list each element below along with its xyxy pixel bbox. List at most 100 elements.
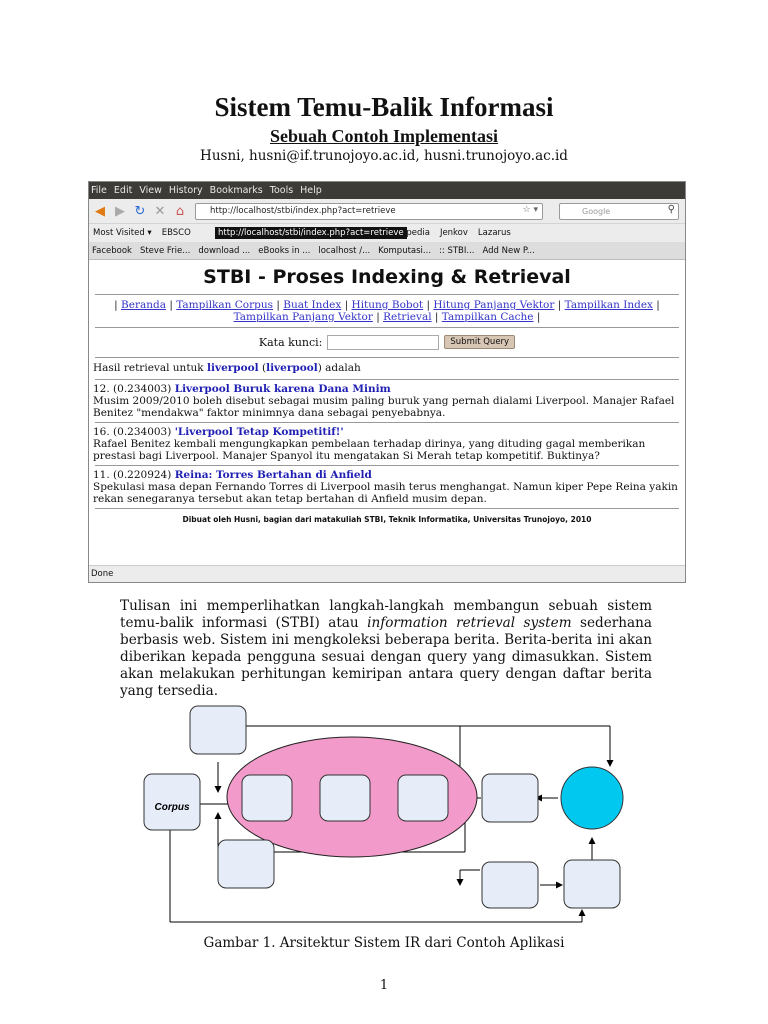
divider bbox=[95, 422, 679, 423]
bookmarks-bar: Most Visited ▾ EBSCO Gigapedia Jenkov La… bbox=[89, 224, 685, 242]
nav-links: | Beranda | Tampilkan Corpus | Buat Inde… bbox=[114, 299, 660, 323]
ellipse-box-3 bbox=[397, 774, 449, 822]
status-bar: Done bbox=[89, 565, 685, 582]
diagram-box-lower-left bbox=[217, 839, 275, 889]
paragraph-text: Tulisan ini memperlihatkan langkah-langk… bbox=[120, 598, 652, 631]
result-snippet: Spekulasi masa depan Fernando Torres di … bbox=[93, 481, 678, 505]
ellipse-box-2 bbox=[319, 774, 371, 822]
bookmark-lazarus[interactable]: Lazarus bbox=[477, 228, 511, 238]
paragraph-text: sederhana berbasis web. Sistem ini mengk… bbox=[120, 615, 653, 699]
result-rank: 11. (0.220924) bbox=[93, 469, 172, 481]
browser-navbar: ◀ ▶ ↻ ✕ ⌂ http://localhost/stbi/index.ph… bbox=[89, 199, 685, 224]
bookmark-most-visited[interactable]: Most Visited ▾ bbox=[93, 228, 152, 238]
figure-caption: Gambar 1. Arsitektur Sistem IR dari Cont… bbox=[203, 935, 565, 951]
page-heading: STBI - Proses Indexing & Retrieval bbox=[203, 266, 571, 288]
stop-icon[interactable]: ✕ bbox=[154, 203, 166, 219]
search-icon[interactable]: ⚲ bbox=[667, 203, 675, 215]
result-rank: 12. (0.234003) bbox=[93, 383, 172, 395]
search-label: Kata kunci: bbox=[258, 335, 323, 349]
result-title[interactable]: Liverpool Buruk karena Dana Minim bbox=[174, 383, 391, 395]
status-text: Done bbox=[91, 569, 114, 579]
diagram-box-bottom-right bbox=[563, 859, 621, 909]
divider bbox=[95, 357, 679, 358]
result-title[interactable]: 'Liverpool Tetap Kompetitif!' bbox=[174, 426, 344, 438]
page-number: 1 bbox=[379, 978, 389, 993]
link-tampilkan-index[interactable]: Tampilkan Index bbox=[564, 299, 653, 311]
link-hitung-panjang-vektor[interactable]: Hitung Panjang Vektor bbox=[433, 299, 555, 311]
menu-file[interactable]: File bbox=[91, 185, 107, 196]
link-tampilkan-panjang-vektor[interactable]: Tampilkan Panjang Vektor bbox=[233, 311, 373, 323]
tab-komputasi[interactable]: Komputasi... bbox=[378, 245, 432, 256]
home-icon[interactable]: ⌂ bbox=[175, 203, 185, 219]
architecture-diagram: Corpus bbox=[143, 705, 624, 923]
tab-add-new[interactable]: Add New P... bbox=[482, 245, 535, 256]
body-paragraph: Tulisan ini memperlihatkan langkah-langk… bbox=[120, 598, 652, 700]
corpus-box bbox=[143, 773, 201, 831]
keyword-input[interactable] bbox=[327, 334, 440, 350]
tab-download[interactable]: download ... bbox=[198, 245, 251, 256]
divider bbox=[95, 379, 679, 380]
bookmark-gigapedia[interactable]: Gigapedia bbox=[386, 228, 430, 238]
url-bar[interactable]: http://localhost/stbi/index.php?act=retr… bbox=[195, 202, 543, 220]
search-placeholder: Google bbox=[582, 206, 611, 216]
bookmark-ebsco[interactable]: EBSCO bbox=[161, 228, 191, 238]
result-intro-paren-query: liverpool bbox=[266, 362, 318, 374]
link-tampilkan-corpus[interactable]: Tampilkan Corpus bbox=[176, 299, 274, 311]
result-intro: Hasil retrieval untuk liverpool (liverpo… bbox=[93, 362, 361, 374]
submit-query-button[interactable]: Submit Query bbox=[444, 335, 516, 349]
document-title: Sistem Temu-Balik Informasi bbox=[214, 92, 554, 122]
tab-localhost[interactable]: localhost /... bbox=[318, 245, 371, 256]
tab-bar: Facebook Steve Frie... download ... eBoo… bbox=[89, 242, 685, 260]
divider bbox=[95, 508, 679, 509]
browser-screenshot: File Edit View History Bookmarks Tools H… bbox=[88, 181, 686, 583]
menu-help[interactable]: Help bbox=[300, 185, 322, 196]
divider bbox=[95, 465, 679, 466]
user-circle bbox=[560, 766, 624, 830]
tab-ebooks[interactable]: eBooks in ... bbox=[258, 245, 311, 256]
divider bbox=[95, 294, 679, 295]
menu-edit[interactable]: Edit bbox=[113, 185, 133, 196]
url-text: http://localhost/stbi/index.php?act=retr… bbox=[210, 206, 396, 216]
browser-menubar: File Edit View History Bookmarks Tools H… bbox=[89, 182, 685, 199]
tab-steve[interactable]: Steve Frie... bbox=[139, 245, 191, 256]
document-author: Husni, husni@if.trunojoyo.ac.id, husni.t… bbox=[200, 148, 568, 164]
menu-view[interactable]: View bbox=[139, 185, 162, 196]
search-box[interactable]: Google ⚲ bbox=[559, 202, 679, 220]
bookmark-star-icon[interactable]: ☆ ▾ bbox=[522, 204, 538, 215]
diagram-box-bottom-mid bbox=[481, 861, 539, 909]
document-subtitle: Sebuah Contoh Implementasi bbox=[269, 126, 499, 146]
ellipse-box-1 bbox=[241, 774, 293, 822]
divider bbox=[95, 327, 679, 328]
link-retrieval[interactable]: Retrieval bbox=[383, 311, 432, 323]
forward-arrow-icon[interactable]: ▶ bbox=[115, 203, 125, 219]
back-arrow-icon[interactable]: ◀ bbox=[95, 203, 105, 219]
diagram-box-right bbox=[481, 773, 539, 823]
link-tampilkan-cache[interactable]: Tampilkan Cache bbox=[441, 311, 534, 323]
result-item: 12. (0.234003) Liverpool Buruk karena Da… bbox=[89, 380, 685, 422]
reload-icon[interactable]: ↻ bbox=[134, 203, 146, 219]
result-item: 11. (0.220924) Reina: Torres Bertahan di… bbox=[89, 466, 685, 508]
corpus-label: Corpus bbox=[155, 802, 190, 813]
result-intro-query: liverpool bbox=[207, 362, 259, 374]
link-hitung-bobot[interactable]: Hitung Bobot bbox=[351, 299, 424, 311]
result-snippet: Rafael Benitez kembali mengungkapkan pem… bbox=[93, 438, 646, 462]
link-beranda[interactable]: Beranda bbox=[121, 299, 166, 311]
result-item: 16. (0.234003) 'Liverpool Tetap Kompetit… bbox=[89, 423, 685, 465]
result-snippet: Musim 2009/2010 boleh disebut sebagai mu… bbox=[93, 395, 675, 419]
diagram-box-top bbox=[189, 705, 247, 755]
result-intro-suffix: adalah bbox=[321, 362, 361, 374]
result-intro-prefix: Hasil retrieval untuk bbox=[93, 362, 207, 374]
url-tooltip: http://localhost/stbi/index.php?act=retr… bbox=[215, 227, 407, 239]
result-title[interactable]: Reina: Torres Bertahan di Anfield bbox=[174, 469, 372, 481]
menu-bookmarks[interactable]: Bookmarks bbox=[209, 185, 263, 196]
search-form: Kata kunci: Submit Query bbox=[89, 331, 685, 353]
menu-history[interactable]: History bbox=[168, 185, 203, 196]
footer-credit: Dibuat oleh Husni, bagian dari matakulia… bbox=[182, 515, 592, 524]
result-rank: 16. (0.234003) bbox=[93, 426, 172, 438]
tab-stbi[interactable]: :: STBI... bbox=[439, 245, 475, 256]
tab-facebook[interactable]: Facebook bbox=[92, 245, 132, 256]
paragraph-italic: information retrieval system bbox=[367, 615, 572, 631]
link-buat-index[interactable]: Buat Index bbox=[283, 299, 342, 311]
bookmark-jenkov[interactable]: Jenkov bbox=[439, 228, 468, 238]
menu-tools[interactable]: Tools bbox=[269, 185, 294, 196]
